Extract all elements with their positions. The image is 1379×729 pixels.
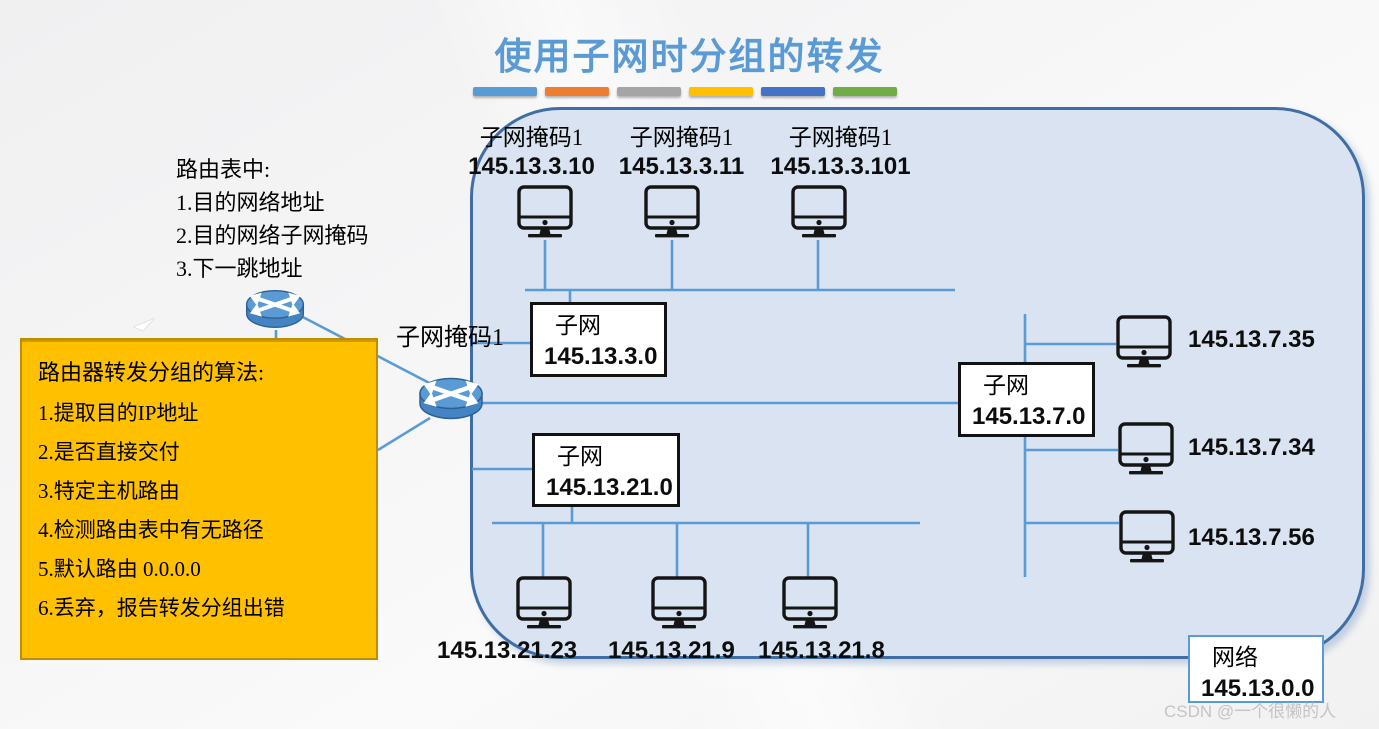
host-monitor-icon [1117, 509, 1177, 567]
routing-table-note-item: 1.目的网络地址 [176, 190, 325, 215]
host-ip-label: 145.13.21.8 [758, 637, 885, 664]
host-label-group: 子网掩码1 145.13.3.101 [753, 124, 928, 181]
host-ip-label: 145.13.3.10 [468, 153, 595, 180]
watermark: CSDN @一个很懒的人 [1164, 702, 1337, 721]
accent-bar [833, 87, 897, 96]
host-ip-label: 145.13.3.101 [770, 153, 911, 180]
forwarding-algorithm-step: 1.提取目的IP地址 [38, 401, 199, 425]
cursor-arrow [131, 316, 157, 338]
forwarding-algorithm-step: 6.丢弃，报告转发分组出错 [38, 596, 285, 620]
accent-bar [617, 87, 681, 96]
router-icon [416, 371, 486, 426]
host-monitor-icon [789, 184, 849, 242]
host-monitor-icon [515, 184, 575, 242]
host-ip-label: 145.13.3.11 [618, 153, 745, 180]
subnet-label: 子网 [555, 313, 601, 338]
subnet-label: 子网 [983, 373, 1029, 398]
host-ip-label: 145.13.7.35 [1188, 326, 1315, 353]
host-monitor-icon [780, 575, 840, 633]
host-monitor-icon [1114, 314, 1174, 372]
subnet-address: 145.13.3.0 [544, 343, 658, 370]
host-monitor-icon [642, 184, 702, 242]
host-ip-label: 145.13.21.9 [608, 637, 735, 664]
subnet-box-145-13-3-0: 子网 145.13.3.0 [530, 302, 667, 377]
routing-table-note-heading: 路由表中: [176, 157, 271, 182]
subnet-address: 145.13.21.0 [546, 474, 673, 501]
host-monitor-icon [1116, 421, 1176, 479]
subnet-box-145-13-7-0: 子网 145.13.7.0 [958, 362, 1095, 437]
router-subnet-mask-label: 子网掩码1 [396, 325, 504, 351]
routing-table-note: 路由表中: 1.目的网络地址 2.目的网络子网掩码 3.下一跳地址 [176, 153, 369, 285]
forwarding-algorithm-step: 2.是否直接交付 [38, 440, 180, 464]
accent-bar [689, 87, 753, 96]
host-label-group: 子网掩码1 145.13.3.11 [594, 124, 769, 181]
forwarding-algorithm-heading: 路由器转发分组的算法: [38, 360, 265, 385]
slide-title: 使用子网时分组的转发 [494, 37, 885, 78]
host-monitor-icon [649, 575, 709, 633]
routing-table-note-item: 3.下一跳地址 [176, 256, 303, 281]
title-accent-bars [473, 87, 897, 96]
subnet-label: 子网 [557, 444, 603, 469]
host-mask-label: 子网掩码1 [788, 125, 893, 150]
forwarding-algorithm-step: 3.特定主机路由 [38, 479, 180, 503]
routing-table-note-item: 2.目的网络子网掩码 [176, 223, 369, 248]
host-label-group: 子网掩码1 145.13.3.10 [444, 124, 619, 181]
network-box-145-13-0-0: 网络 145.13.0.0 [1188, 635, 1324, 703]
host-monitor-icon [514, 575, 574, 633]
host-mask-label: 子网掩码1 [629, 125, 734, 150]
host-mask-label: 子网掩码1 [479, 125, 584, 150]
network-address: 145.13.0.0 [1201, 675, 1315, 702]
host-ip-label: 145.13.7.34 [1188, 434, 1315, 461]
network-boundary-shape [470, 107, 1365, 659]
accent-bar [545, 87, 609, 96]
accent-bar [761, 87, 825, 96]
accent-bar [473, 87, 537, 96]
router-icon [243, 284, 307, 334]
subnet-address: 145.13.7.0 [972, 403, 1086, 430]
host-ip-label: 145.13.7.56 [1188, 524, 1315, 551]
network-label: 网络 [1212, 645, 1258, 670]
host-ip-label: 145.13.21.23 [437, 637, 578, 664]
subnet-box-145-13-21-0: 子网 145.13.21.0 [532, 433, 680, 507]
forwarding-algorithm-step: 4.检测路由表中有无路径 [38, 518, 264, 542]
forwarding-algorithm-box: 路由器转发分组的算法: 1.提取目的IP地址 2.是否直接交付 3.特定主机路由… [20, 338, 378, 660]
forwarding-algorithm-step: 5.默认路由 0.0.0.0 [38, 557, 201, 581]
